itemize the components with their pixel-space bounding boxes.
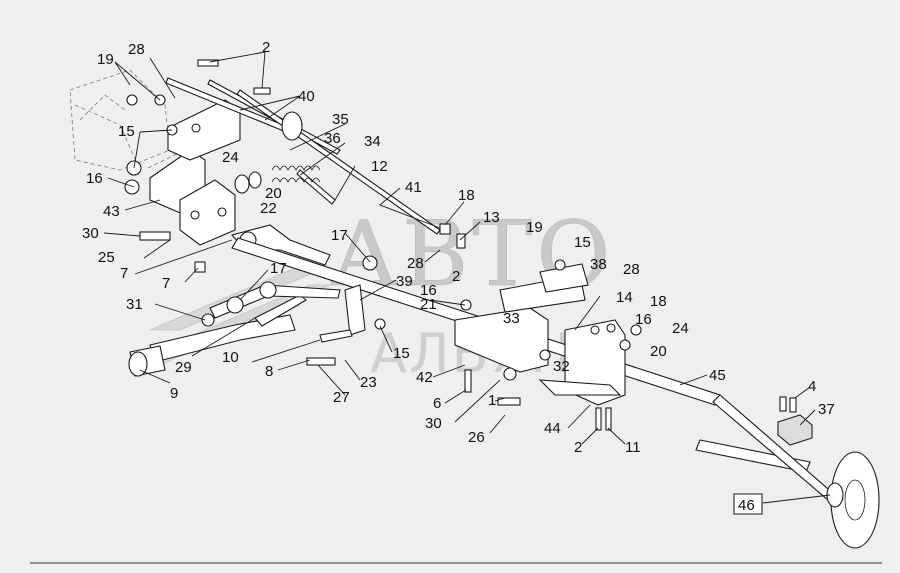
callout-1: 1 <box>488 392 496 409</box>
callout-37: 37 <box>818 401 835 418</box>
callout-27: 27 <box>333 389 350 406</box>
callout-33: 33 <box>503 310 520 327</box>
frame-outline <box>69 69 206 176</box>
callout-14: 14 <box>616 289 633 306</box>
callout-34: 34 <box>364 133 381 150</box>
callout-32: 32 <box>553 358 570 375</box>
callout-15b: 15 <box>574 234 591 251</box>
lower-linkage <box>128 255 378 377</box>
callout-21: 21 <box>420 296 437 313</box>
callout-45: 45 <box>709 367 726 384</box>
callout-28c: 28 <box>623 261 640 278</box>
callout-2: 2 <box>262 39 270 56</box>
callout-19b: 19 <box>526 219 543 236</box>
callout-36: 36 <box>324 130 341 147</box>
callout-12: 12 <box>371 158 388 175</box>
callout-44: 44 <box>544 420 561 437</box>
callout-40: 40 <box>298 88 315 105</box>
callout-30: 30 <box>82 225 99 242</box>
callout-8: 8 <box>265 363 273 380</box>
callout-25: 25 <box>98 249 115 266</box>
callout-4: 4 <box>808 378 816 395</box>
callout-43: 43 <box>103 203 120 220</box>
callout-26: 26 <box>468 429 485 446</box>
callout-15c: 15 <box>393 345 410 362</box>
clamp-block <box>777 396 813 446</box>
callout-18: 18 <box>458 187 475 204</box>
rods <box>165 77 441 235</box>
callout-23: 23 <box>360 374 377 391</box>
callout-2b: 2 <box>452 268 460 285</box>
spring <box>234 165 321 194</box>
fasteners <box>124 59 642 431</box>
callout-22: 22 <box>260 200 277 217</box>
callout-10: 10 <box>222 349 239 366</box>
callout-28: 28 <box>128 41 145 58</box>
callout-11: 11 <box>625 439 641 456</box>
disc <box>826 451 880 549</box>
callout-17: 17 <box>331 227 348 244</box>
callouts: 28 2 19 40 35 15 36 34 24 20 12 16 41 43… <box>82 39 835 515</box>
callout-6: 6 <box>433 395 441 412</box>
callout-16b: 16 <box>420 282 437 299</box>
callout-29: 29 <box>175 359 192 376</box>
callout-13: 13 <box>483 209 500 226</box>
callout-15: 15 <box>118 123 135 140</box>
callout-42: 42 <box>416 369 433 386</box>
callout-46: 46 <box>738 497 755 514</box>
callout-9: 9 <box>170 385 178 402</box>
callout-39: 39 <box>396 273 413 290</box>
callout-19: 19 <box>97 51 114 68</box>
mounting-bracket <box>149 99 241 246</box>
callout-20: 20 <box>265 185 282 202</box>
callout-24b: 24 <box>672 320 689 337</box>
callout-30b: 30 <box>425 415 442 432</box>
callout-16c: 16 <box>635 311 652 328</box>
callout-35: 35 <box>332 111 349 128</box>
callout-18b: 18 <box>650 293 667 310</box>
callout-41: 41 <box>405 179 422 196</box>
callout-16: 16 <box>86 170 103 187</box>
central-brackets <box>344 263 626 406</box>
callout-38: 38 <box>590 256 607 273</box>
callout-20b: 20 <box>650 343 667 360</box>
callout-17b: 17 <box>270 260 287 277</box>
callout-2c: 2 <box>574 439 582 456</box>
callout-31: 31 <box>126 296 143 313</box>
callout-28b: 28 <box>407 255 424 272</box>
callout-7: 7 <box>120 265 128 282</box>
callout-24: 24 <box>222 149 239 166</box>
callout-7b: 7 <box>162 275 170 292</box>
leader-lines <box>103 51 831 504</box>
callout-46-box <box>733 493 763 515</box>
